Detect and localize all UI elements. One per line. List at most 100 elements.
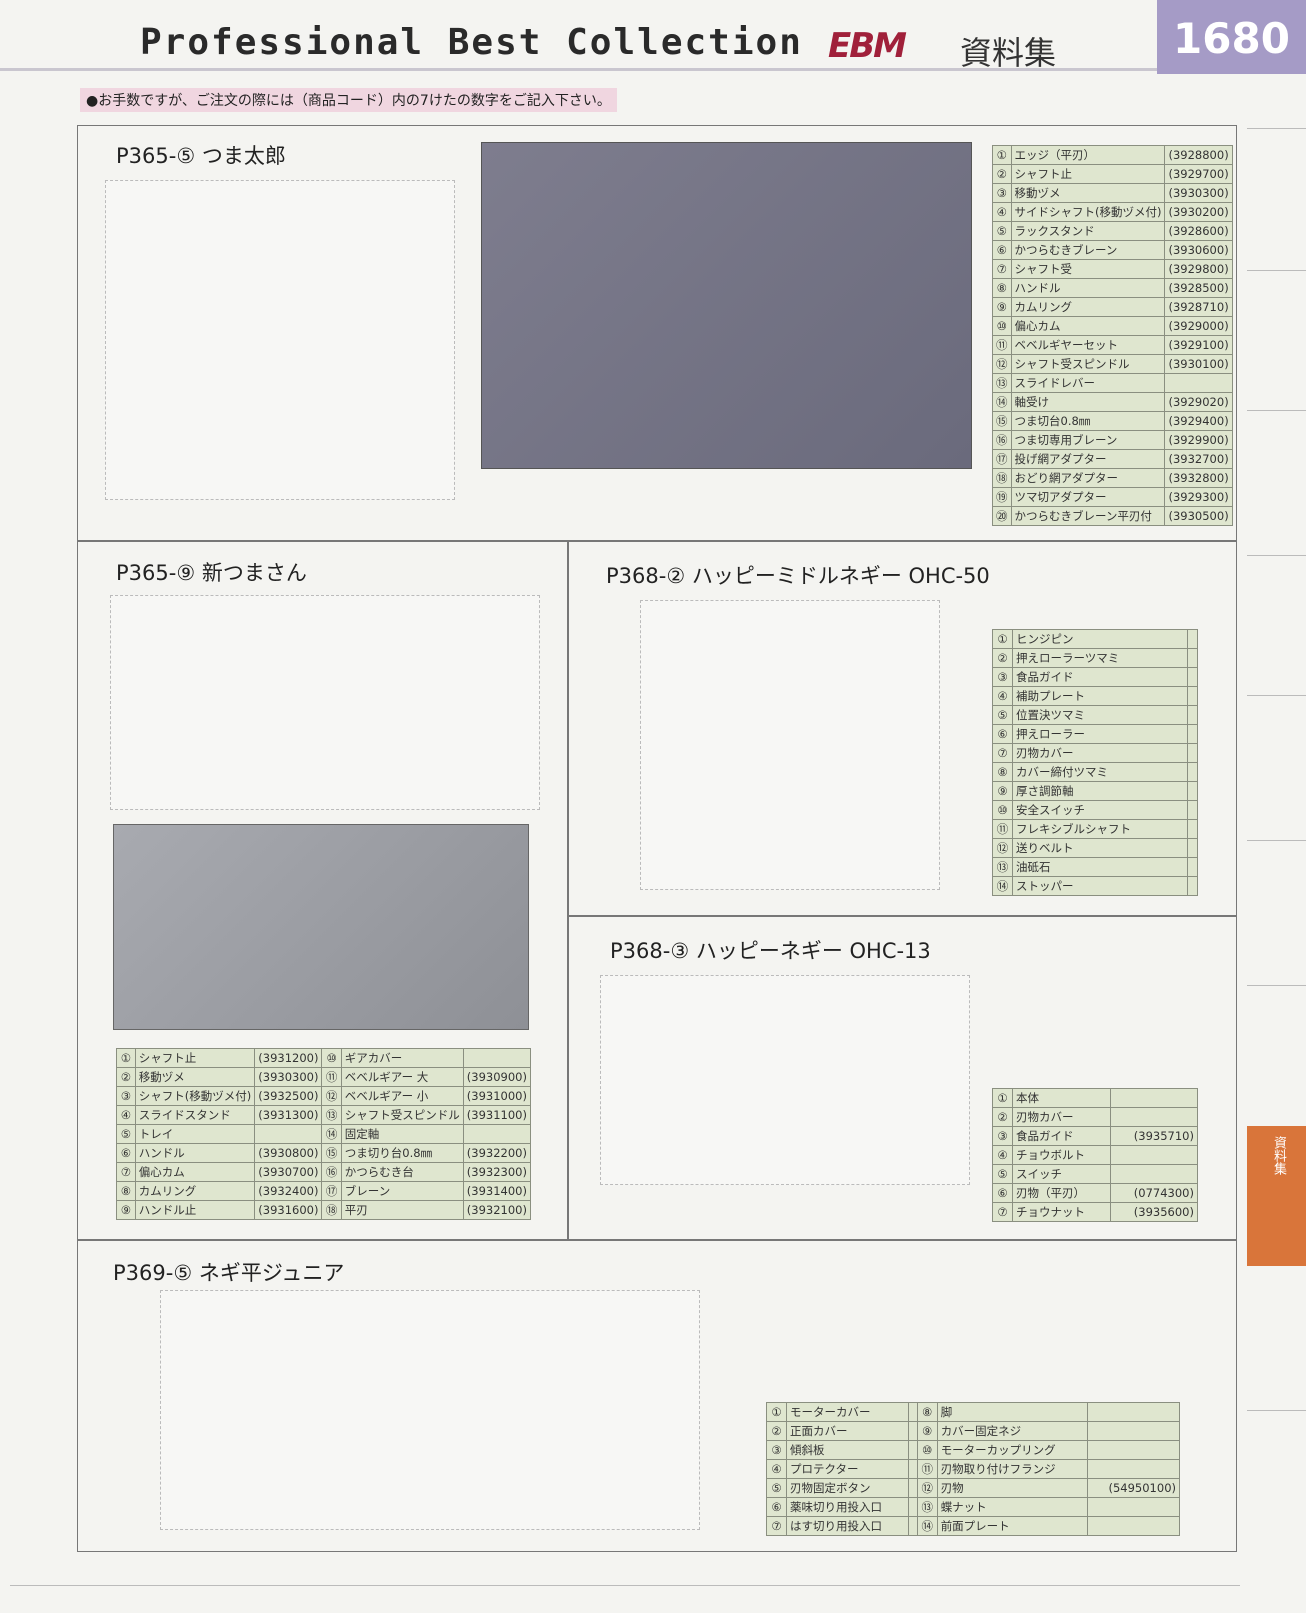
part-name: ラックスタンド <box>1010 221 1166 241</box>
part-code <box>1186 762 1199 782</box>
part-number: ⑧ <box>992 278 1012 298</box>
shintsumasan-parts-photo <box>113 824 529 1030</box>
part-number: ② <box>992 1107 1013 1127</box>
part-code <box>1164 373 1233 393</box>
part-name: 補助プレート <box>1012 686 1188 706</box>
part-number: ⑥ <box>992 240 1012 260</box>
part-code: (3930200) <box>1164 202 1233 222</box>
part-name: 移動ヅメ <box>1010 183 1166 203</box>
part-number: ② <box>766 1421 787 1441</box>
part-number: ⑫ <box>321 1086 342 1106</box>
side-rule <box>1247 410 1306 411</box>
part-number: ⑫ <box>992 838 1013 858</box>
part-number: ⑮ <box>992 411 1012 431</box>
part-name: シャフト止 <box>134 1048 256 1068</box>
part-number: ⑩ <box>321 1048 342 1068</box>
part-number: ⑤ <box>992 221 1012 241</box>
side-rule <box>1247 555 1306 556</box>
part-code: (3929700) <box>1164 164 1233 184</box>
part-name: フレキシブルシャフト <box>1012 819 1188 839</box>
divider <box>567 915 1237 917</box>
part-number: ③ <box>766 1440 787 1460</box>
part-code <box>1186 781 1199 801</box>
part-name: 正面カバー <box>785 1421 910 1441</box>
part-code <box>908 1478 918 1498</box>
part-code <box>254 1124 323 1144</box>
part-name: シャフト受スピンドル <box>340 1105 464 1125</box>
part-code: (3930300) <box>254 1067 323 1087</box>
part-name: はす切り用投入口 <box>785 1516 910 1536</box>
part-code <box>1186 667 1199 687</box>
part-code <box>1186 724 1199 744</box>
part-code <box>462 1124 532 1144</box>
part-code: (3930600) <box>1164 240 1233 260</box>
divider <box>567 540 569 1239</box>
part-code: (3929300) <box>1164 487 1233 507</box>
part-name: 薬味切り用投入口 <box>785 1497 910 1517</box>
part-code <box>1186 743 1199 763</box>
part-code <box>1186 800 1199 820</box>
part-code: (3928500) <box>1164 278 1233 298</box>
section-title: P368-② ハッピーミドルネギー OHC-50 <box>606 564 990 588</box>
part-number: ⑬ <box>992 373 1012 393</box>
part-code: (3932800) <box>1164 468 1233 488</box>
part-code: (3935710) <box>1110 1126 1198 1146</box>
part-name: プロテクター <box>785 1459 910 1479</box>
part-number: ⑭ <box>992 876 1013 896</box>
part-number: ⑩ <box>992 316 1012 336</box>
part-code <box>1087 1440 1180 1460</box>
part-code <box>908 1497 918 1517</box>
part-name: 偏心カム <box>134 1162 256 1182</box>
part-name: ストッパー <box>1012 876 1188 896</box>
part-name: つま切り台0.8㎜ <box>340 1143 464 1163</box>
part-name: 平刃 <box>340 1200 464 1220</box>
index-tab[interactable]: 資料集 <box>1247 1126 1306 1266</box>
footer-rule <box>10 1585 1240 1586</box>
side-rule <box>1247 1410 1306 1411</box>
part-name: ハンドル <box>1010 278 1166 298</box>
part-number: ① <box>766 1402 787 1422</box>
part-code <box>1186 648 1199 668</box>
part-name: 移動ヅメ <box>134 1067 256 1087</box>
part-number: ⑲ <box>992 487 1012 507</box>
part-number: ③ <box>992 667 1013 687</box>
part-number: ⑨ <box>992 781 1013 801</box>
part-name: チョウボルト <box>1011 1145 1112 1165</box>
part-number: ⑨ <box>916 1421 938 1441</box>
part-name: サイドシャフト(移動ヅメ付) <box>1010 202 1166 222</box>
side-rule <box>1247 985 1306 986</box>
ohc50-drawing <box>640 600 940 890</box>
tsumataro-parts-photo <box>481 142 972 469</box>
part-number: ⑱ <box>321 1200 342 1220</box>
part-code: (54950100) <box>1087 1478 1180 1498</box>
part-name: かつらむき台 <box>340 1162 464 1182</box>
part-code <box>1186 705 1199 725</box>
part-code: (3931400) <box>462 1181 532 1201</box>
part-code: (0774300) <box>1110 1183 1198 1203</box>
part-name: ハンドル止 <box>134 1200 256 1220</box>
part-name: 刃物 <box>936 1478 1089 1498</box>
part-number: ⑥ <box>992 1183 1013 1203</box>
part-code <box>1110 1145 1198 1165</box>
part-name: シャフト止 <box>1010 164 1166 184</box>
part-number: ④ <box>992 1145 1013 1165</box>
part-name: ギアカバー <box>340 1048 464 1068</box>
part-code: (3929900) <box>1164 430 1233 450</box>
part-name: 刃物固定ボタン <box>785 1478 910 1498</box>
part-number: ⑥ <box>992 724 1013 744</box>
part-number: ⑧ <box>992 762 1013 782</box>
